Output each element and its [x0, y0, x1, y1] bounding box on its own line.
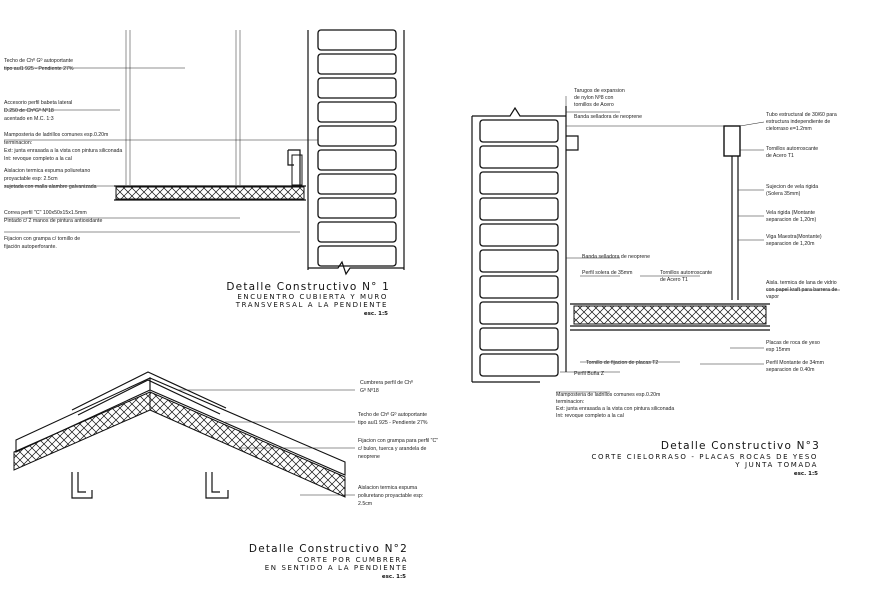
detail-1-subtitle: TRANSVERSAL A LA PENDIENTE [235, 301, 388, 309]
detail-2-title-block: Detalle Constructivo N°2 CORTE POR CUMBR… [249, 543, 408, 580]
note: Int: revoque completo a la cal [4, 156, 72, 162]
note: con papel kraft para barrera de [766, 287, 837, 293]
note: (Solera 35mm) [766, 191, 801, 197]
note: Ext: junta enrasada a la vista con pintu… [556, 406, 674, 412]
note: Tornillos autorroscante [660, 270, 712, 276]
detail-2-drawing [13, 371, 355, 499]
note: tipo aul1 925 - Pendiente 27% [4, 66, 74, 72]
note: Gº Nº18 [360, 388, 379, 394]
note: Pintado c/ 2 manos de pintura antioxidan… [4, 218, 102, 224]
note: 2.5cm [358, 501, 372, 507]
detail-1-title-block: Detalle Constructivo N° 1 ENCUENTRO CUBI… [226, 281, 390, 317]
note: Accesorio perfil babeta lateral [4, 100, 72, 106]
note: Banda selladora de neoprene [582, 254, 650, 260]
note: Tarugos de expansion [574, 88, 625, 94]
note: tipo aul1 925 - Pendiente 27% [358, 420, 428, 426]
note: Fijacion con grampa para perfil "C" [358, 438, 438, 444]
note: Aisla. termica de lana de vidrio [766, 280, 837, 286]
detail-1-title: Detalle Constructivo N° 1 [226, 281, 390, 293]
note: cielorraso e=1.2mm [766, 126, 812, 132]
note: Mamposteria de ladrillos comunes esp.0.2… [4, 132, 108, 138]
detail-3-subtitle: CORTE CIELORRASO - PLACAS ROCAS DE YESO [592, 453, 818, 461]
note: Banda selladora de neoprene [574, 114, 642, 120]
detail-2-subtitle: EN SENTIDO A LA PENDIENTE [265, 564, 408, 572]
note: acentado en M.C. 1:3 [4, 116, 54, 122]
note: esp 15mm [766, 347, 790, 353]
brick-wall-1 [307, 29, 405, 276]
brick-wall-3 [471, 106, 567, 383]
detail-3-scale: esc. 1:5 [794, 471, 818, 477]
note: c/ bulon, tuerca y arandela de [358, 446, 426, 452]
note: estructura independiente de [766, 119, 830, 125]
note: tornillos de Acero [574, 102, 614, 108]
note: proyactable esp: 2.5cm [4, 176, 58, 182]
note: Tornillo de fijacion de placas T2 [586, 360, 658, 366]
detail-3-drawing [471, 96, 840, 393]
note: Perfil Buña Z [574, 371, 604, 377]
note: poliuretano proyactable esp: [358, 493, 423, 499]
note: Sujecion de vela rigida [766, 184, 818, 190]
note: D.250 de ChºGº Nº18 [4, 108, 54, 114]
note: sujetada con malla alambre galvanizada [4, 184, 97, 190]
detail-1-subtitle: ENCUENTRO CUBIERTA Y MURO [237, 293, 388, 301]
note: separacion de 1,20m [766, 241, 814, 247]
note: Fijacion con grampa c/ tornillo de [4, 236, 80, 242]
detail-2-scale: esc. 1:5 [382, 574, 406, 580]
note: Vela rigida (Montante [766, 210, 815, 216]
note: Aislacion termica espuma [358, 485, 417, 491]
note: separacion de 1,20m) [766, 217, 816, 223]
note: Placas de roca de yeso [766, 340, 820, 346]
note: fijación autoperforante. [4, 244, 57, 250]
detail-3-subtitle: Y JUNTA TOMADA [734, 461, 818, 469]
note: Mamposteria de ladrillos comunes esp.0.2… [556, 392, 660, 398]
note: neoprene [358, 454, 380, 460]
note: Ext: junta enrasada a la vista con pintu… [4, 148, 122, 154]
detail-2-subtitle: CORTE POR CUMBRERA [297, 556, 408, 564]
detail-1-notes: Techo de Chº Gº autoportante tipo aul1 9… [4, 58, 122, 250]
note: Cumbrera perfil de Chº [360, 380, 413, 386]
note: Viga Maestra(Montante) [766, 234, 822, 240]
detail-1-drawing [4, 29, 405, 276]
note: de nylon Nº8 con [574, 95, 613, 101]
note: separacion de 0.40m [766, 367, 814, 373]
note: Techo de Chº Gº autoportante [4, 58, 73, 64]
note: Perfil Montante de 34mm [766, 360, 824, 366]
detail-2-notes: Cumbrera perfil de Chº Gº Nº18 Techo de … [358, 380, 438, 507]
note: Correa perfil "C" 100x50x15x1.5mm [4, 210, 87, 216]
note: Perfil solera de 35mm [582, 270, 632, 276]
note: Int: revoque completo a la cal [556, 413, 624, 419]
note: Aislacion termica espuma poliuretano [4, 168, 90, 174]
note: de Acero T1 [660, 277, 688, 283]
note: terminacion: [556, 399, 584, 405]
note: vapor [766, 294, 779, 300]
detail-2-title: Detalle Constructivo N°2 [249, 543, 408, 555]
note: Techo de Chº Gº autoportante [358, 412, 427, 418]
detail-3-title: Detalle Constructivo N°3 [661, 440, 820, 452]
note: de Acero T1 [766, 153, 794, 159]
note: Tornillos autorroscante [766, 146, 818, 152]
note: Tubo estructural de 30/60 para [766, 112, 837, 118]
note: terminacion: [4, 140, 32, 146]
detail-3-title-block: Detalle Constructivo N°3 CORTE CIELORRAS… [592, 440, 820, 477]
detail-3-notes: Tarugos de expansion de nylon Nº8 con to… [556, 88, 837, 419]
detail-1-scale: esc. 1:5 [364, 311, 388, 317]
